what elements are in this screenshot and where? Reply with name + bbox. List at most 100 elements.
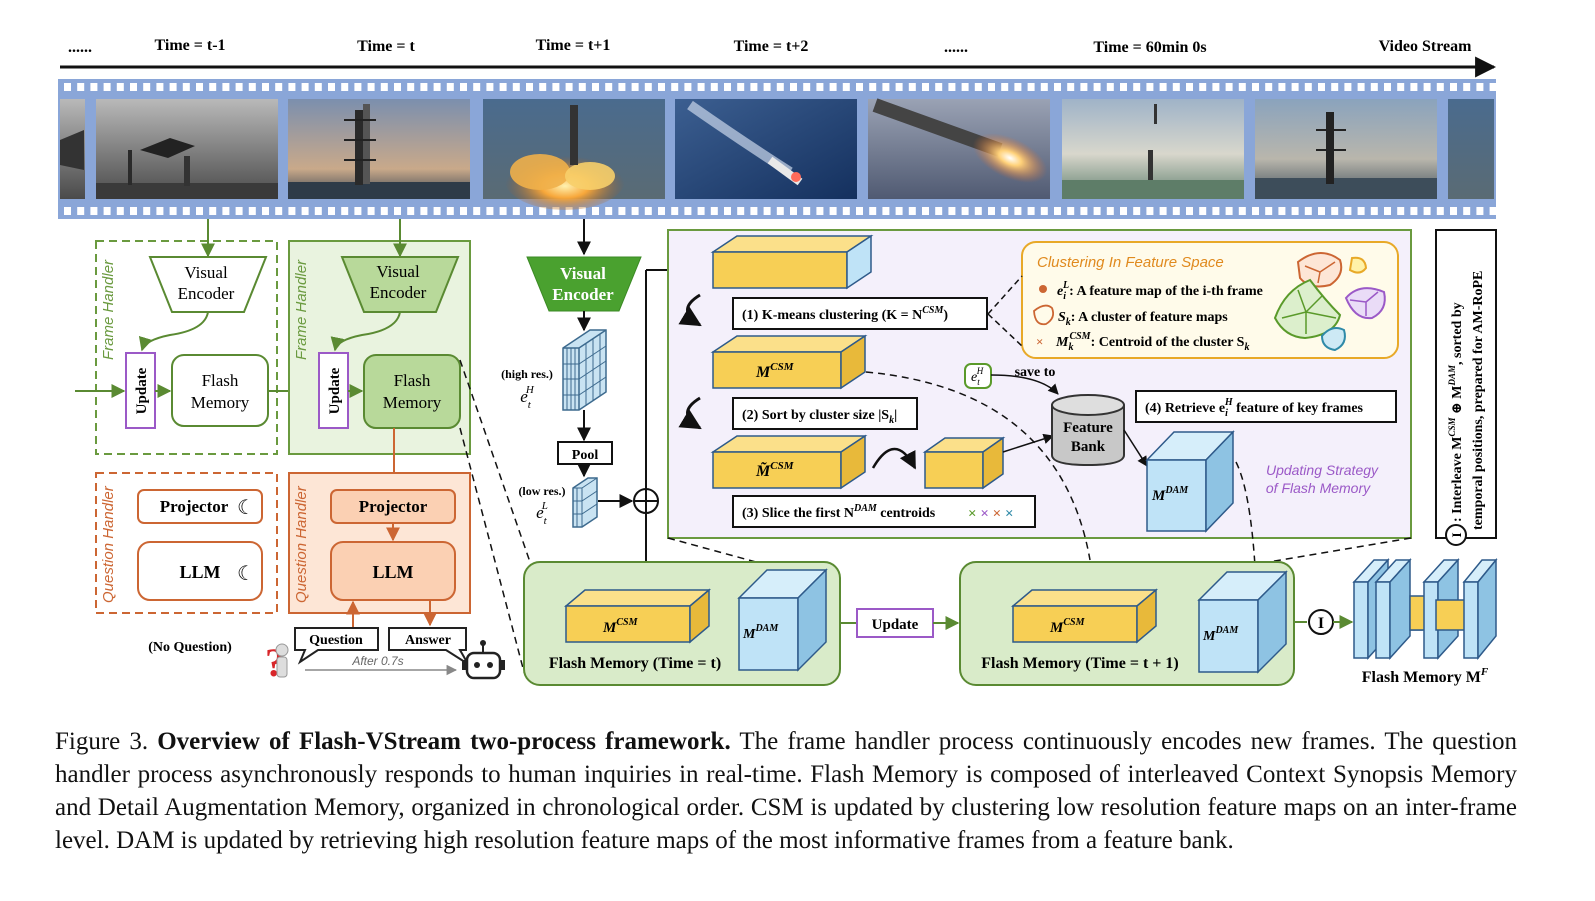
frame-1 (60, 99, 278, 199)
feature-bank: Feature Bank (1051, 394, 1125, 467)
step-4-box (1135, 390, 1397, 423)
svg-text:Sk: A cluster of feature maps: Sk: A cluster of feature maps (1058, 310, 1228, 328)
svg-text:Encoder: Encoder (178, 284, 235, 303)
high-res-label: (high res.) (501, 367, 553, 381)
svg-text:Visual: Visual (184, 263, 228, 282)
timeline-label: Time = t (357, 38, 415, 55)
svg-text:Flash Memory (Time = t + 1): Flash Memory (Time = t + 1) (981, 655, 1178, 672)
visual-encoder-current (340, 256, 460, 313)
answer-bubble (388, 627, 469, 665)
svg-text:temporal positions, prepared f: temporal positions, prepared for AM-RoPE (1471, 271, 1486, 530)
clustering-legend: Clustering In Feature Space eiL: A featu… (1021, 241, 1399, 359)
frame-6 (1062, 99, 1244, 199)
svg-text:Frame Handler: Frame Handler (293, 259, 310, 360)
frame-handler-current: Frame Handler Visual Encoder Update Flas… (288, 219, 471, 488)
step-2-box (732, 397, 918, 430)
timeline-label: Time = t+1 (536, 37, 611, 54)
step-4-label: (4) Retrieve eiH feature of key frames (1145, 397, 1364, 419)
csm-block-sorted: M̃CSM (710, 434, 868, 490)
svg-text:Pool: Pool (572, 448, 599, 463)
caption-body: The frame handler process continuously e… (55, 728, 1517, 854)
svg-text:Projector: Projector (160, 497, 229, 516)
svg-text:Memory: Memory (191, 393, 250, 412)
frame-handler-prev: Frame Handler Visual Encoder Update Flas… (75, 219, 325, 455)
final-slab-4 (1462, 557, 1498, 661)
feature-stack-top (710, 234, 874, 290)
figure-caption: Figure 3. Overview of Flash-VStream two-… (55, 725, 1517, 857)
svg-text:Update: Update (327, 367, 343, 414)
svg-text:Visual: Visual (560, 264, 606, 283)
feature-maps: (high res.) etH Pool (low res.) etL (501, 263, 713, 589)
dam-block-t: MDAM (737, 568, 828, 672)
step-3-label: (3) Slice the first NDAM centroids (742, 503, 936, 521)
svg-text:LLM: LLM (372, 562, 413, 582)
caption-title: Overview of Flash-VStream two-process fr… (157, 728, 731, 755)
csm-block-1: MCSM (710, 334, 868, 390)
svg-text:Question Handler: Question Handler (293, 485, 310, 603)
svg-text:Clustering In Feature Space: Clustering In Feature Space (1037, 254, 1224, 271)
frame-5 (868, 98, 1050, 199)
timeline-label: Time = t-1 (154, 37, 225, 54)
svg-text:LLM: LLM (179, 562, 220, 582)
svg-text:save to: save to (1015, 365, 1056, 380)
flash-memory-prev (171, 354, 269, 427)
low-res-symbol: etL (536, 500, 548, 527)
flash-memory-t: MCSM MDAM Flash Memory (Time = t) (523, 561, 841, 686)
cluster-shapes (1273, 252, 1386, 352)
frame-7 (1255, 99, 1437, 199)
step-2-label: (2) Sort by cluster size |Sk| (742, 408, 897, 426)
svg-text:Flash Memory (Time = t): Flash Memory (Time = t) (549, 655, 721, 672)
high-res-symbol: etH (520, 384, 535, 411)
svg-text:Memory: Memory (383, 393, 442, 412)
svg-text:Update: Update (872, 617, 919, 633)
timeline-label: ...... (944, 39, 968, 56)
caption-label: Figure 3. (55, 728, 149, 755)
flash-memory-current (363, 354, 461, 429)
svg-text:Flash Memory MF: Flash Memory MF (1362, 666, 1489, 686)
frame-handler-label: Frame Handler (100, 259, 117, 360)
final-slab-2 (1374, 558, 1412, 660)
csm-block-sliced (922, 436, 1006, 490)
interleave-note: I : Interleave MCSM ⊕ MDAM, sorted by te… (1435, 229, 1497, 546)
svg-text:Encoder: Encoder (552, 285, 614, 304)
frame-3 (483, 99, 665, 210)
csm-block-t: MCSM (563, 588, 712, 644)
framework-diagram: ...... Time = t-1 Time = t Time = t+1 Ti… (58, 37, 1498, 686)
svg-text:Projector: Projector (359, 497, 428, 516)
dam-block-panel: MDAM (1145, 430, 1235, 533)
frame-4 (675, 99, 857, 199)
svg-text:eiL: A feature map of the i-th: eiL: A feature map of the i-th frame (1057, 280, 1263, 302)
svg-text:I: I (1318, 615, 1324, 632)
llm-current (330, 541, 456, 601)
svg-text:Question: Question (309, 633, 363, 648)
curve-arrow (678, 396, 702, 430)
ht-symbol: etH (964, 363, 992, 389)
centroid-markers: × × × × (968, 506, 1014, 522)
question-handler-current: Question Handler Projector LLM Question … (265, 472, 505, 685)
question-person-icon: ? (265, 640, 289, 685)
step-1-box (732, 297, 988, 330)
step-1-label: (1) K-means clustering (K = NCSM) (742, 305, 948, 323)
curve-arrow (678, 293, 702, 327)
robot-icon (462, 640, 505, 680)
timeline: ...... Time = t-1 Time = t Time = t+1 Ti… (60, 37, 1497, 78)
svg-text:Flash: Flash (394, 371, 431, 390)
updating-strategy-panel: (1) K-means clustering (K = NCSM) MCSM (… (667, 229, 1412, 539)
delay-label: After 0.7s (351, 654, 403, 668)
svg-text:I: I (1449, 532, 1464, 537)
question-bubble (294, 627, 379, 665)
svg-text:: Interleave MCSM ⊕ MDAM, sort: : Interleave MCSM ⊕ MDAM, sorted by (1447, 302, 1465, 522)
svg-text:of Flash Memory: of Flash Memory (1266, 480, 1371, 496)
svg-text:Encoder: Encoder (370, 283, 427, 302)
low-res-feature-map (572, 477, 598, 528)
timeline-label: Video Stream (1379, 38, 1473, 55)
sleep-icon: ☾ (237, 563, 255, 585)
svg-text:Question Handler: Question Handler (100, 485, 117, 603)
dashed-connectors (459, 359, 1412, 673)
llm-prev (137, 541, 263, 601)
sleep-icon: ☾ (237, 497, 255, 519)
timeline-label: ...... (68, 39, 92, 56)
update-box-memory (856, 608, 934, 638)
curve-arrow (871, 447, 917, 470)
svg-text:Updating Strategy: Updating Strategy (1266, 462, 1379, 478)
